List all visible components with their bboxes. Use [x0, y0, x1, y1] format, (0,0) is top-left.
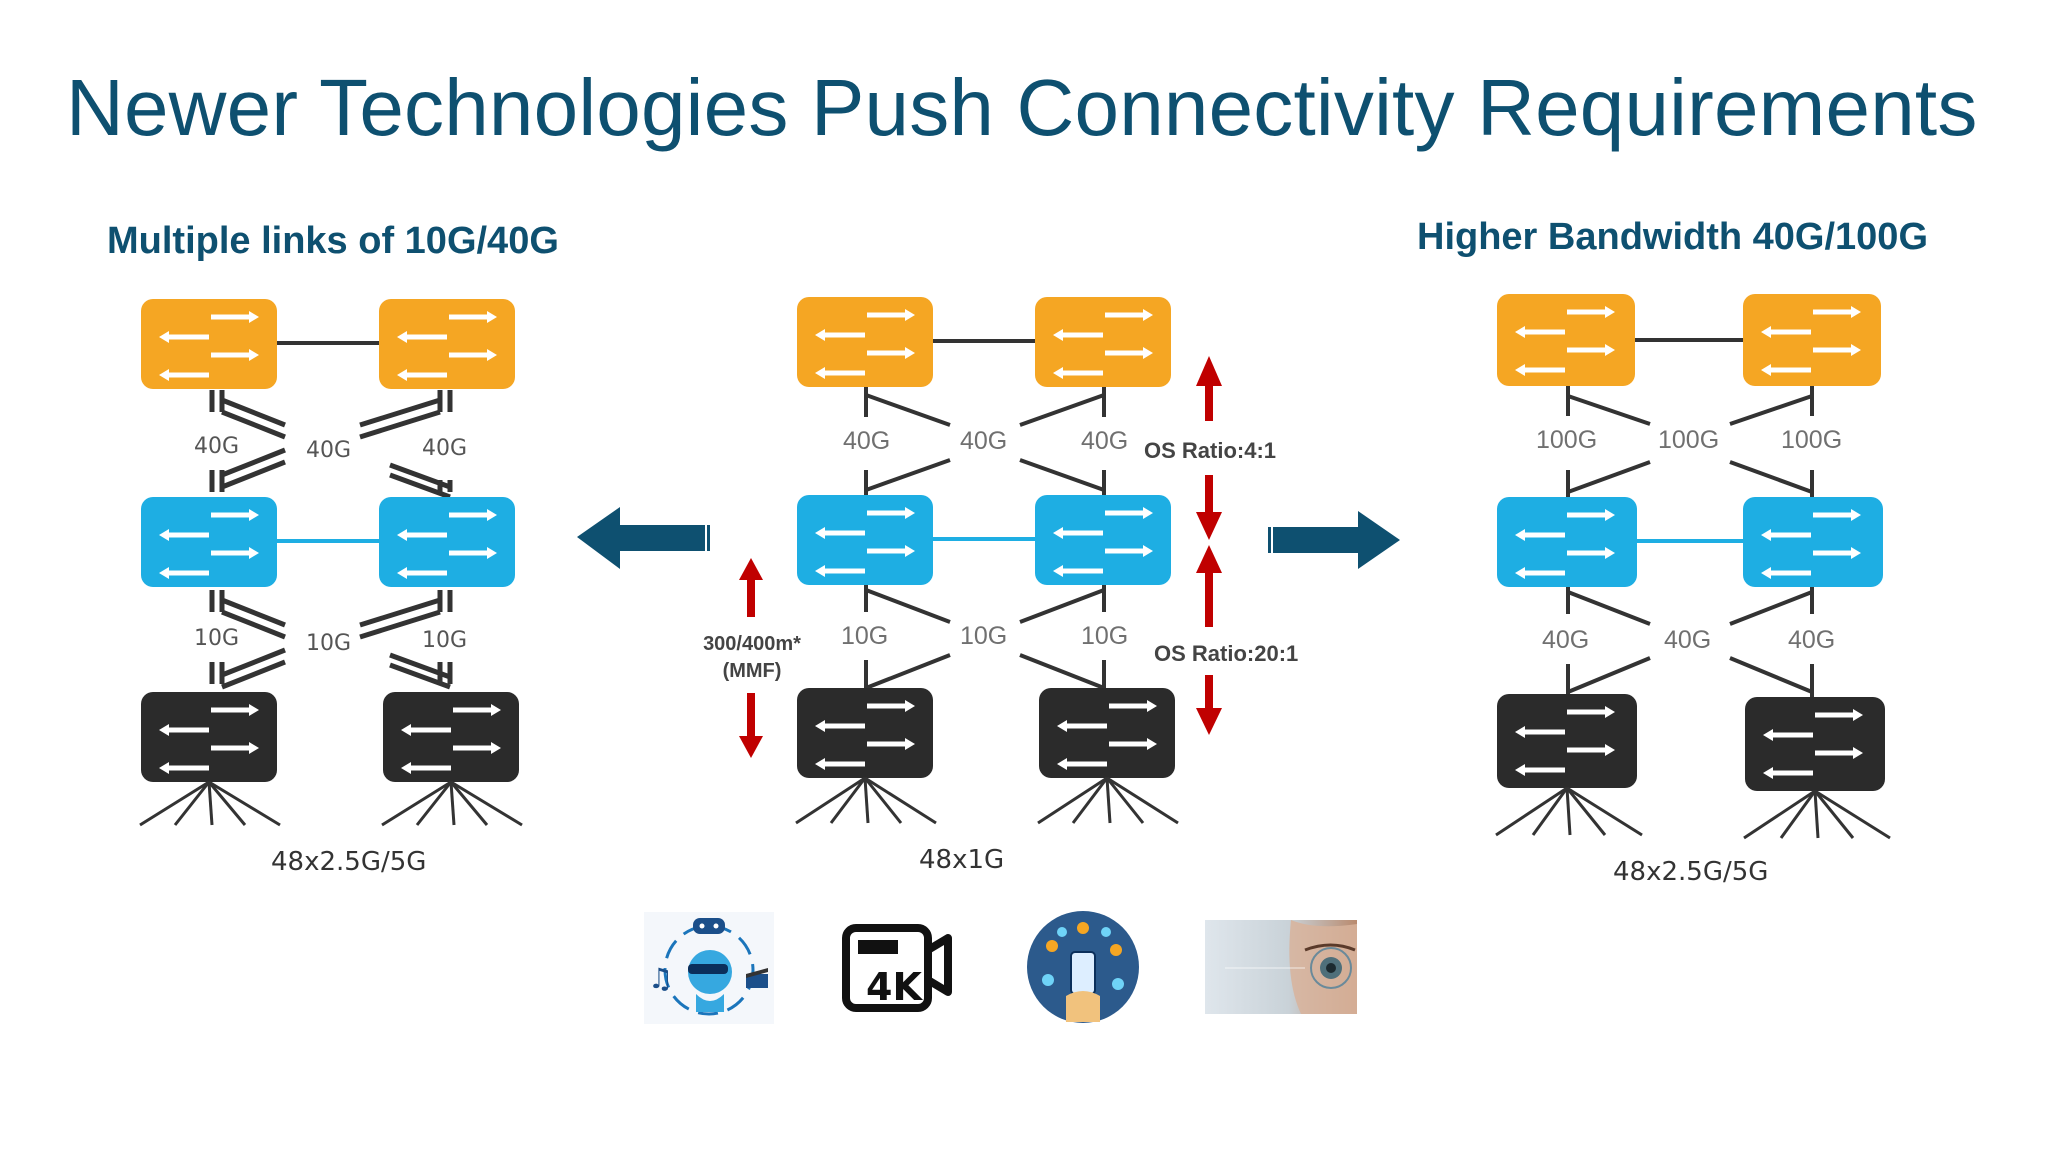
left-uplink-label: 40G [194, 434, 239, 459]
svg-text:4K: 4K [866, 965, 923, 1009]
right-downlinks [1566, 586, 1814, 698]
left-access-ports: 48x2.5G/5G [271, 847, 426, 877]
right-core-switch-1 [1497, 294, 1635, 386]
center-endpoint-fans [795, 776, 1179, 825]
vr-gaming-icon: ♫ [644, 912, 774, 1024]
right-uplink-label: 100G [1536, 426, 1597, 454]
center-downlinks [864, 583, 1106, 690]
center-dist-switch-2 [1035, 495, 1171, 585]
right-uplink-label: 100G [1658, 426, 1719, 454]
distance-arrow-up-icon [739, 558, 763, 617]
right-access-ports: 48x2.5G/5G [1613, 857, 1768, 887]
left-access-switch-1 [141, 692, 277, 782]
right-uplinks [1566, 386, 1814, 497]
left-downlink-label: 10G [194, 626, 239, 651]
right-access-switch-2 [1745, 697, 1885, 791]
eye-scan-icon [1205, 920, 1357, 1014]
left-topology: 40G 40G 40G 10G 10G 10G 48x2.5G/5G [139, 299, 523, 877]
center-access-switch-1 [797, 688, 933, 778]
os-ratio-arrow-icon [1196, 356, 1222, 540]
left-uplink-label: 40G [306, 438, 351, 463]
slide-title: Newer Technologies Push Connectivity Req… [66, 63, 1978, 152]
center-uplink-label: 40G [1081, 427, 1128, 455]
left-dist-switch-1 [141, 497, 277, 587]
center-access-switch-2 [1039, 688, 1175, 778]
left-downlink-label: 10G [306, 631, 351, 656]
center-dist-switch-1 [797, 495, 933, 585]
distance-arrow-down-icon [739, 693, 763, 758]
center-downlink-label: 10G [1081, 622, 1128, 650]
center-uplink-label: 40G [960, 427, 1007, 455]
right-uplink-label: 100G [1781, 426, 1842, 454]
left-core-switch-1 [141, 299, 277, 389]
iot-phone-icon [1027, 911, 1139, 1023]
right-downlink-label: 40G [1542, 626, 1589, 654]
left-access-switch-2 [383, 692, 519, 782]
center-core-switch-1 [797, 297, 933, 387]
svg-text:♫: ♫ [648, 962, 673, 995]
distance-label-media: (MMF) [723, 660, 782, 682]
right-topology: 100G 100G 100G 40G 40G 40G 48x2.5G/5G [1495, 294, 1891, 887]
right-endpoint-fans [1495, 786, 1891, 840]
right-dist-switch-1 [1497, 497, 1637, 587]
center-topology: 40G 40G 40G 10G 10G 10G 48x1G 300/400m* … [703, 297, 1298, 875]
right-heading: Higher Bandwidth 40G/100G [1417, 216, 1928, 258]
center-downlink-label: 10G [960, 622, 1007, 650]
left-endpoint-fans [139, 780, 523, 827]
center-access-ports: 48x1G [919, 845, 1004, 875]
4k-camera-icon: 4K [842, 924, 952, 1012]
center-downlink-label: 10G [841, 622, 888, 650]
right-access-switch-1 [1497, 694, 1637, 788]
left-downlink-label: 10G [422, 628, 467, 653]
left-core-switch-2 [379, 299, 515, 389]
os-ratio-arrow-icon [1196, 545, 1222, 735]
distance-label: 300/400m* [703, 633, 801, 655]
right-downlink-label: 40G [1788, 626, 1835, 654]
left-downlinks [209, 590, 453, 690]
os-ratio-top: OS Ratio:4:1 [1144, 438, 1276, 463]
arrow-left-icon [577, 507, 710, 569]
right-downlink-label: 40G [1664, 626, 1711, 654]
center-uplink-label: 40G [843, 427, 890, 455]
left-heading: Multiple links of 10G/40G [107, 220, 559, 262]
center-core-switch-2 [1035, 297, 1171, 387]
os-ratio-bottom: OS Ratio:20:1 [1154, 641, 1298, 666]
right-dist-switch-2 [1743, 497, 1883, 587]
right-core-switch-2 [1743, 294, 1881, 386]
left-uplink-label: 40G [422, 436, 467, 461]
arrow-right-icon [1268, 511, 1400, 569]
left-dist-switch-2 [379, 497, 515, 587]
left-uplinks [209, 390, 453, 500]
center-uplinks [864, 387, 1106, 495]
